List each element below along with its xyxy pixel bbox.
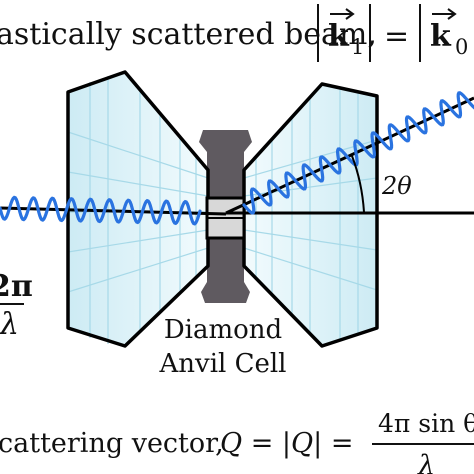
top-caption-text: astically scattered beam,	[0, 17, 377, 52]
bottom-equation-lhs: Q = |Q| =	[220, 428, 353, 459]
bottom-equation-denominator: λ	[417, 450, 435, 474]
incident-wave	[0, 195, 202, 226]
vector-k0: k	[430, 19, 452, 54]
left-fraction: 2π λ	[0, 269, 33, 342]
vector-arrowhead-2	[447, 8, 457, 20]
vector-k1-subscript: 1	[351, 35, 364, 59]
vector-arrowhead-1	[345, 8, 355, 20]
equals-sign: =	[384, 19, 409, 54]
sample-chamber	[205, 196, 246, 240]
vector-k0-subscript: 0	[455, 35, 468, 59]
cell-label-line2: Anvil Cell	[158, 349, 286, 379]
bottom-equation-prefix: cattering vector,	[0, 428, 224, 459]
vector-k1: k	[328, 19, 350, 54]
scattered-wave	[242, 91, 474, 215]
right-diamond-anvil	[242, 82, 379, 348]
bottom-equation-numerator: 4π sin θ	[378, 409, 474, 438]
scattering-angle-arc	[351, 155, 365, 213]
top-caption: astically scattered beam, k 1 = k 0	[0, 4, 468, 62]
left-fraction-denominator: λ	[0, 307, 19, 342]
bottom-equation: cattering vector, Q = |Q| = 4π sin θ λ	[0, 409, 474, 474]
cell-label-line1: Diamond	[164, 315, 282, 345]
left-fraction-numerator: 2π	[0, 269, 33, 304]
angle-label: 2θ	[381, 172, 412, 200]
